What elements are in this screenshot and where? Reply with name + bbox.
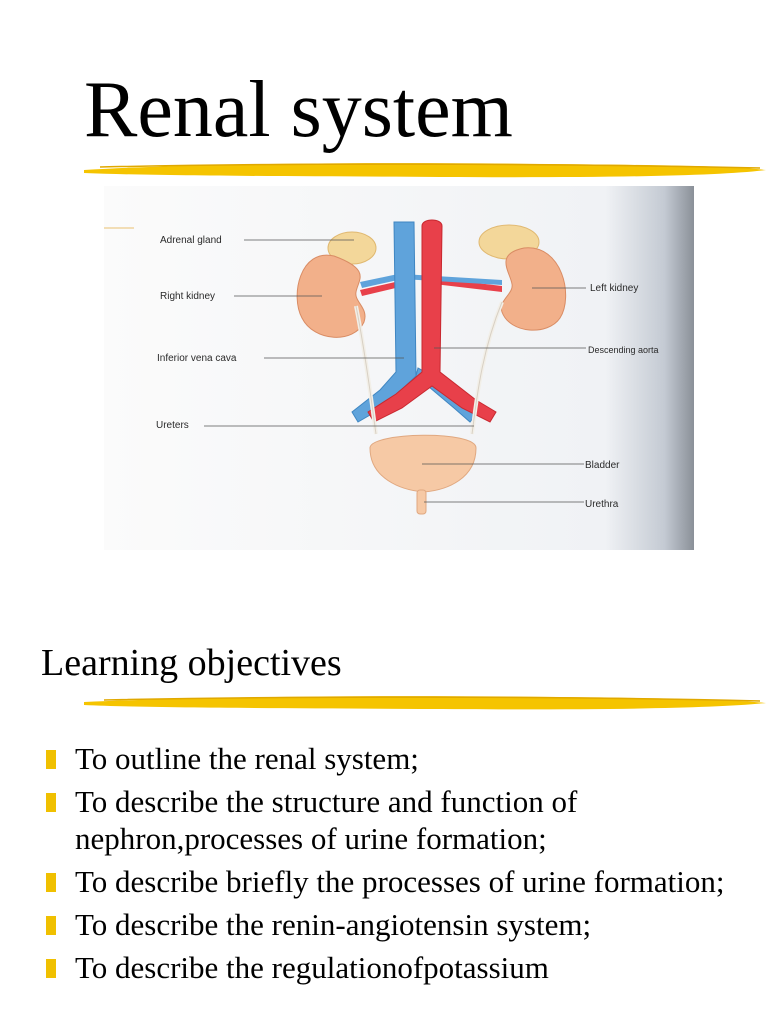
label-bladder: Bladder bbox=[585, 460, 620, 471]
bullet-icon bbox=[46, 873, 56, 892]
objective-text: To outline the renal system; bbox=[75, 741, 419, 776]
right-renal-artery bbox=[360, 280, 404, 296]
list-item: To describe briefly the processes of uri… bbox=[44, 863, 744, 900]
list-item: To describe the structure and function o… bbox=[44, 783, 744, 857]
bullet-icon bbox=[46, 916, 56, 935]
objective-text: To describe briefly the processes of uri… bbox=[75, 864, 725, 899]
label-left-kidney: Left kidney bbox=[590, 283, 638, 294]
list-item: To describe the renin-angiotensin system… bbox=[44, 906, 744, 943]
label-inferior-vena-cava: Inferior vena cava bbox=[157, 353, 237, 364]
objective-text: To describe the renin-angiotensin system… bbox=[75, 907, 592, 942]
bullet-icon bbox=[46, 793, 56, 812]
bullet-icon bbox=[46, 750, 56, 769]
label-right-kidney: Right kidney bbox=[160, 291, 215, 302]
list-item: To outline the renal system; bbox=[44, 740, 744, 777]
label-ureters: Ureters bbox=[156, 420, 189, 431]
objective-text: To describe the regulationofpotassium bbox=[75, 950, 549, 985]
list-item: To describe the regulationofpotassium bbox=[44, 949, 744, 986]
left-kidney bbox=[500, 247, 567, 331]
objectives-list: To outline the renal system; To describe… bbox=[44, 740, 744, 992]
right-renal-vein bbox=[360, 274, 398, 288]
bullet-icon bbox=[46, 959, 56, 978]
subtitle-highlight-stroke bbox=[84, 696, 766, 710]
leader-lines bbox=[204, 239, 586, 503]
objective-text: To describe the structure and function o… bbox=[75, 784, 578, 856]
renal-system-diagram: Adrenal gland Right kidney Inferior vena… bbox=[104, 186, 694, 550]
section-heading: Learning objectives bbox=[41, 642, 342, 684]
label-urethra: Urethra bbox=[585, 499, 619, 510]
slide-title: Renal system bbox=[84, 66, 513, 154]
label-adrenal-gland: Adrenal gland bbox=[160, 235, 222, 246]
title-highlight-stroke bbox=[84, 163, 766, 178]
inferior-vena-cava bbox=[351, 221, 417, 423]
label-descending-aorta: Descending aorta bbox=[588, 345, 659, 355]
